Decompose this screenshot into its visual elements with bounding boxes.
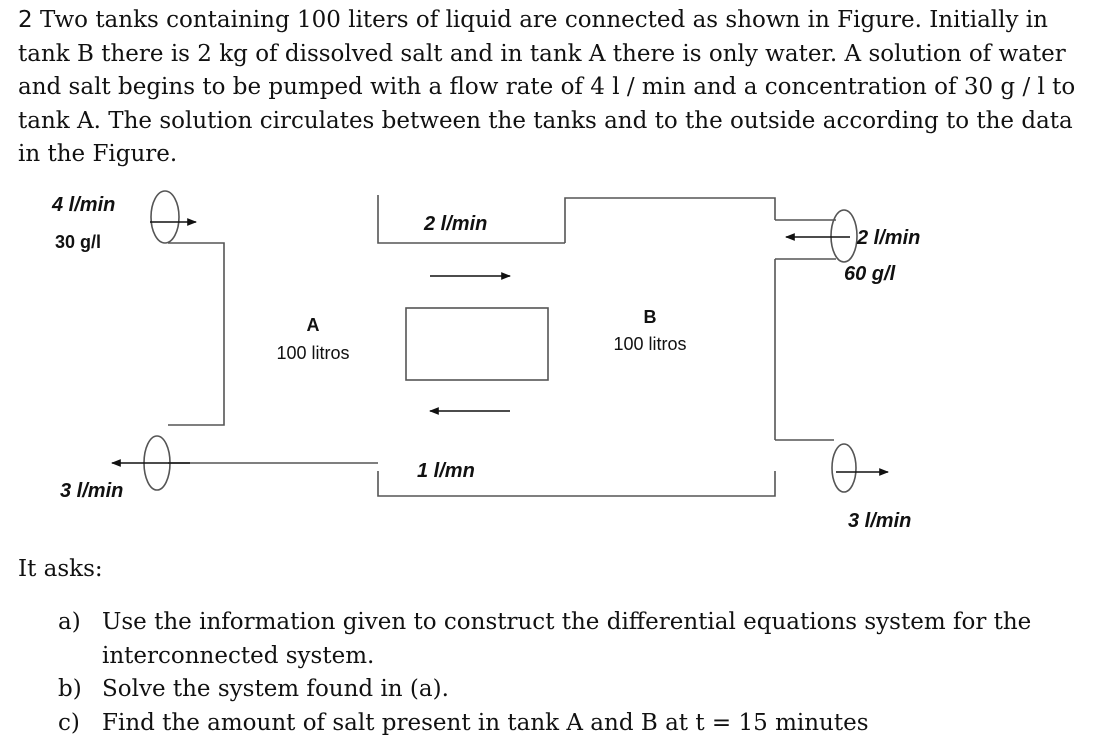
pump-outflow-b xyxy=(831,443,857,493)
label-outflow-b-rate: 3 l/min xyxy=(848,510,911,532)
question-text: Find the amount of salt present in tank … xyxy=(102,709,869,736)
label-inflow-b-conc: 60 g/l xyxy=(844,263,896,285)
label-outflow-a-rate: 3 l/min xyxy=(60,480,123,502)
problem-text: Two tanks containing 100 liters of liqui… xyxy=(18,7,1076,167)
problem-number: 2 xyxy=(18,7,33,33)
tank-b-label: B xyxy=(644,307,657,327)
tank-a-volume: 100 litros xyxy=(276,343,349,363)
question-text: Use the information given to construct t… xyxy=(102,609,1032,669)
question-list: a) Use the information given to construct… xyxy=(58,606,1058,740)
tank-a-label: A xyxy=(307,315,320,335)
label-flow-a-to-b: 2 l/min xyxy=(423,213,487,235)
question-item: a) Use the information given to construct… xyxy=(58,606,1058,673)
label-inflow-a-conc: 30 g/l xyxy=(55,232,101,252)
pump-inflow-a xyxy=(150,190,180,244)
questions-intro: It asks: xyxy=(18,556,103,582)
question-item: b) Solve the system found in (a). xyxy=(58,673,1058,707)
question-text: Solve the system found in (a). xyxy=(102,676,449,702)
connector-box xyxy=(405,307,549,381)
label-inflow-b-rate: 2 l/min xyxy=(856,227,920,249)
tank-b-volume: 100 litros xyxy=(613,334,686,354)
tank-b-outline xyxy=(564,197,776,243)
question-letter: c) xyxy=(58,709,80,736)
label-flow-b-to-a: 1 l/mn xyxy=(417,460,475,482)
problem-statement: 2 Two tanks containing 100 liters of liq… xyxy=(18,4,1078,172)
tank-a-bottom xyxy=(377,471,776,497)
label-inflow-a-rate: 4 l/min xyxy=(51,194,115,216)
tank-a-outline xyxy=(168,242,225,426)
question-letter: a) xyxy=(58,609,81,635)
question-item: c) Find the amount of salt present in tan… xyxy=(58,707,1058,741)
pump-inflow-b xyxy=(830,209,858,263)
question-letter: b) xyxy=(58,676,82,702)
tank-a-top xyxy=(377,195,565,244)
